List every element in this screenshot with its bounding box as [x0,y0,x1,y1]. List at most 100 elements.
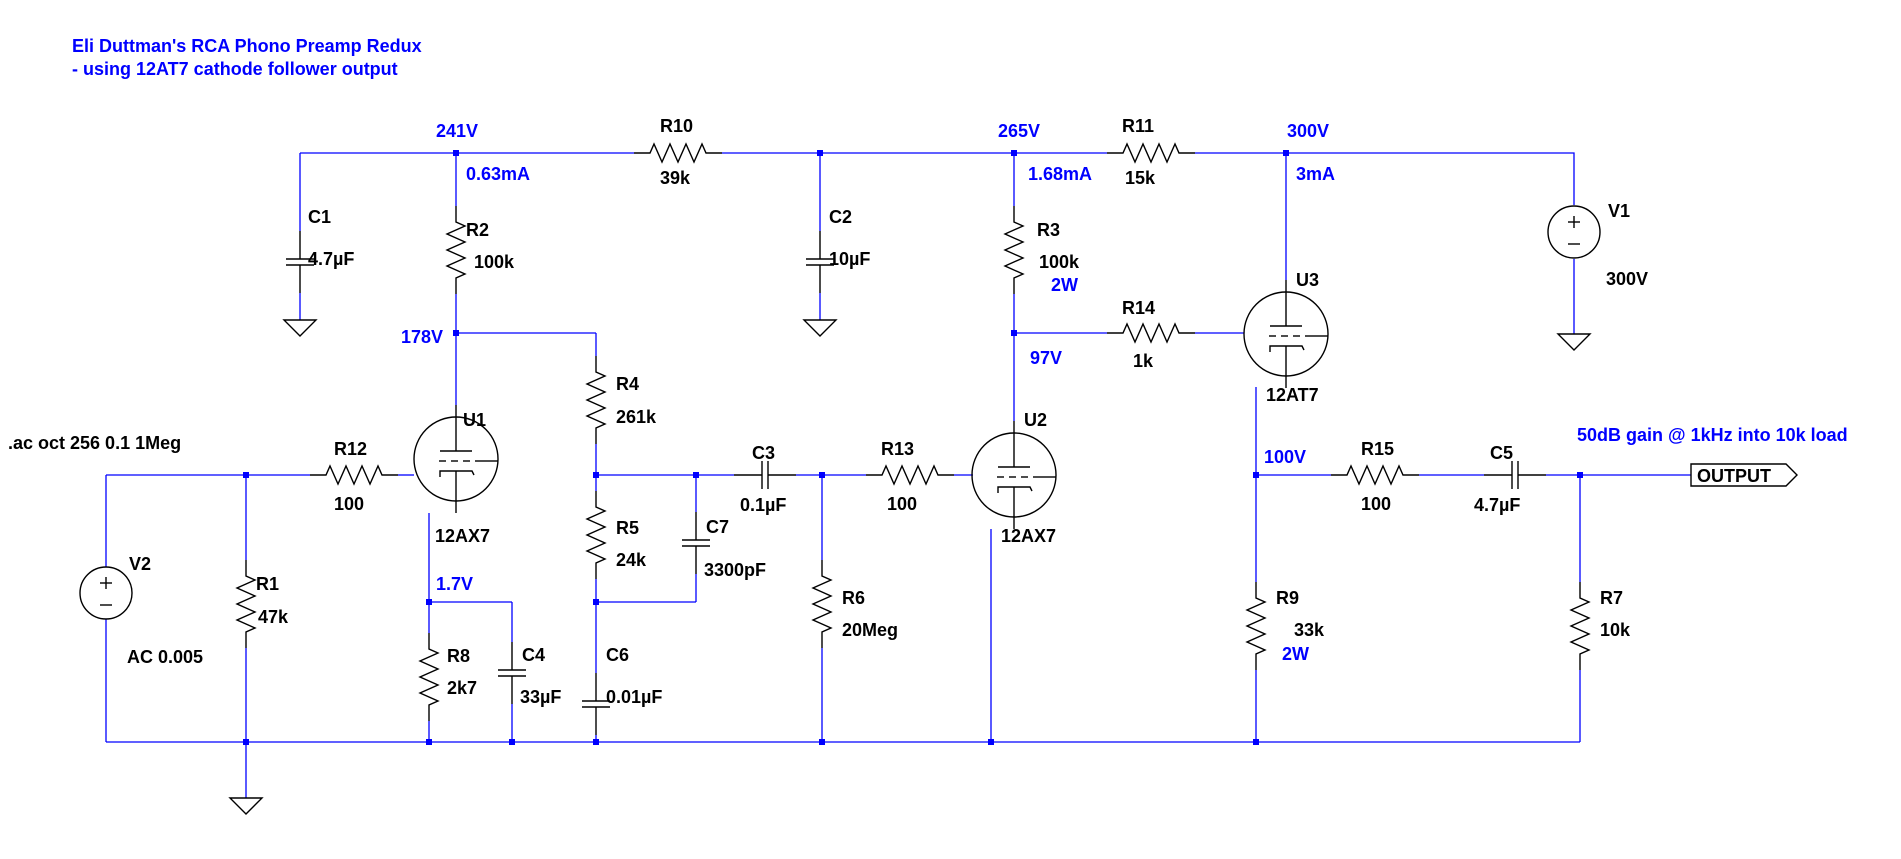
resistor-r6 [812,559,832,649]
r12-value: 100 [334,494,364,514]
node-voltage-17v: 1.7V [436,574,473,594]
u1-ref: U1 [463,410,486,430]
v1-value: 300V [1606,269,1648,289]
r14-value: 1k [1133,351,1154,371]
capacitor-c5 [1483,460,1547,490]
resistor-r4 [586,355,606,445]
node-voltage-265v: 265V [998,121,1040,141]
r9-value: 33k [1294,620,1325,640]
source-v2 [79,566,133,620]
r5-value: 24k [616,550,647,570]
v1-ref: V1 [1608,201,1630,221]
r6-ref: R6 [842,588,865,608]
resistor-r3 [1004,205,1024,295]
spice-directive: .ac oct 256 0.1 1Meg [8,433,181,453]
c7-value: 3300pF [704,560,766,580]
node-voltage-178v: 178V [401,327,443,347]
r3-power: 2W [1051,275,1078,295]
node-voltage-300v: 300V [1287,121,1329,141]
u3-ref: U3 [1296,270,1319,290]
r13-value: 100 [887,494,917,514]
r12-ref: R12 [334,439,367,459]
r1-ref: R1 [256,574,279,594]
r8-ref: R8 [447,646,470,666]
tube-u3 [1243,279,1329,389]
resistor-r2 [446,205,466,295]
c4-ref: C4 [522,645,545,665]
r5-ref: R5 [616,518,639,538]
c2-value: 10µF [829,249,870,269]
resistor-r10 [633,143,723,163]
c5-ref: C5 [1490,443,1513,463]
r3-ref: R3 [1037,220,1060,240]
r8-value: 2k7 [447,678,477,698]
capacitor-c3 [733,460,797,490]
u1-value: 12AX7 [435,526,490,546]
ground-symbol [283,319,317,337]
output-port [1690,463,1798,487]
r13-ref: R13 [881,439,914,459]
c1-value: 4.7µF [308,249,354,269]
r1-value: 47k [258,607,289,627]
output-label: OUTPUT [1697,466,1771,486]
junctions [243,150,1583,745]
node-voltage-97v: 97V [1030,348,1062,368]
current-3ma: 3mA [1296,164,1335,184]
r2-ref: R2 [466,220,489,240]
v2-ref: V2 [129,554,151,574]
c3-value: 0.1µF [740,495,786,515]
resistor-r15 [1330,465,1420,485]
gain-note: 50dB gain @ 1kHz into 10k load [1577,425,1848,445]
resistor-r11 [1106,143,1196,163]
r6-value: 20Meg [842,620,898,640]
r15-value: 100 [1361,494,1391,514]
r4-value: 261k [616,407,657,427]
r11-ref: R11 [1122,116,1154,136]
r11-value: 15k [1125,168,1156,188]
r10-value: 39k [660,168,691,188]
c6-value: 0.01µF [606,687,662,707]
tube-u2 [971,420,1057,530]
resistor-r5 [586,490,606,580]
wires [105,152,1691,798]
current-168ma: 1.68mA [1028,164,1092,184]
c6-ref: C6 [606,645,629,665]
resistor-r7 [1570,581,1590,671]
v2-value: AC 0.005 [127,647,203,667]
r10-ref: R10 [660,116,693,136]
resistor-r9 [1246,581,1266,671]
schematic-title-line1: Eli Duttman's RCA Phono Preamp Redux [72,36,422,56]
resistor-r12 [309,465,399,485]
r9-ref: R9 [1276,588,1299,608]
r2-value: 100k [474,252,515,272]
resistor-r1 [236,559,256,649]
c2-ref: C2 [829,207,852,227]
r4-ref: R4 [616,374,639,394]
c5-value: 4.7µF [1474,495,1520,515]
ground-symbol [229,797,263,815]
u2-ref: U2 [1024,410,1047,430]
node-voltage-100v: 100V [1264,447,1306,467]
u3-value: 12AT7 [1266,385,1319,405]
r14-ref: R14 [1122,298,1155,318]
r7-ref: R7 [1600,588,1623,608]
ground-symbol [803,319,837,337]
c3-ref: C3 [752,443,775,463]
resistor-r14 [1106,323,1196,343]
ground-symbol [1557,333,1591,351]
current-063ma: 0.63mA [466,164,530,184]
resistor-r13 [865,465,955,485]
c1-ref: C1 [308,207,331,227]
r15-ref: R15 [1361,439,1394,459]
r9-power: 2W [1282,644,1309,664]
resistor-r8 [419,632,439,722]
c4-value: 33µF [520,687,561,707]
c7-ref: C7 [706,517,729,537]
node-voltage-241v: 241V [436,121,478,141]
r7-value: 10k [1600,620,1631,640]
schematic-title-line2: - using 12AT7 cathode follower output [72,59,398,79]
u2-value: 12AX7 [1001,526,1056,546]
r3-value: 100k [1039,252,1080,272]
source-v1 [1547,205,1601,259]
